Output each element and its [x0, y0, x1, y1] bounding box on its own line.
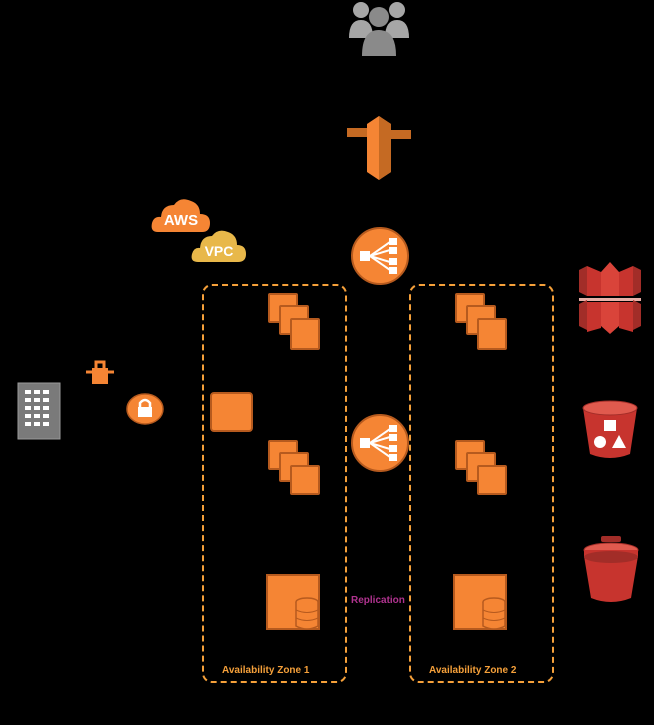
cloudfront-icon: [579, 262, 641, 334]
availability-zone-2: [409, 284, 554, 683]
vpc-cloud-badge: VPC: [191, 230, 246, 262]
users-group-icon: [349, 2, 409, 56]
availability-zone-2-label: Availability Zone 2: [429, 665, 517, 676]
s3-bucket-objects-icon: [582, 400, 638, 458]
replication-label: Replication: [351, 595, 405, 606]
s3-bucket-icon: [583, 536, 639, 602]
aws-label: AWS: [164, 212, 198, 229]
availability-zone-1-label: Availability Zone 1: [222, 665, 310, 676]
rds-primary-icon: [266, 574, 320, 630]
vpc-label: VPC: [205, 243, 234, 259]
customer-gateway-icon: [86, 360, 114, 384]
nat-instance-icon: [210, 392, 253, 432]
availability-zone-1: [202, 284, 347, 683]
corporate-building-icon: [17, 382, 61, 440]
load-balancer-mid-icon: [351, 414, 409, 472]
rds-standby-icon: [453, 574, 507, 630]
vpn-connection-icon: [126, 393, 164, 425]
route53-icon: [347, 116, 411, 180]
load-balancer-top-icon: [351, 227, 409, 285]
aws-cloud-badge: AWS: [151, 199, 210, 232]
